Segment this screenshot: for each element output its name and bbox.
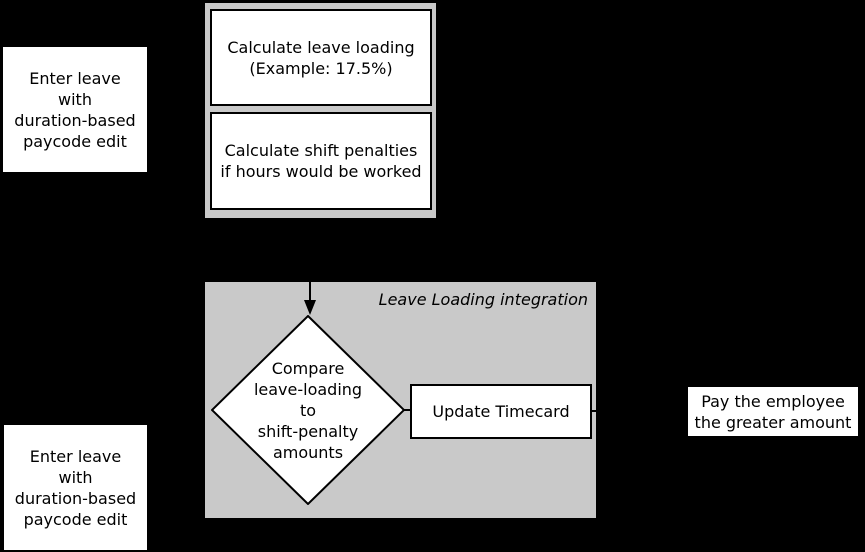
- node-calculate-shift-penalties: Calculate shift penalties if hours would…: [210, 112, 432, 210]
- node-enter-leave-bottom: Enter leave with duration-based paycode …: [2, 423, 149, 552]
- node-update-timecard: Update Timecard: [410, 384, 592, 439]
- arrow-down-icon: [304, 300, 316, 315]
- flow-line-update-to-pay: [590, 410, 596, 412]
- node-compare-decision: Compare leave-loading to shift-penalty a…: [253, 358, 363, 462]
- decision-diamond-shape: [211, 315, 405, 505]
- group-calculations: Calculate leave loading (Example: 17.5%)…: [205, 3, 436, 218]
- decision-diamond-outline: [211, 315, 405, 505]
- node-pay-employee: Pay the employee the greater amount: [686, 385, 860, 438]
- flow-line-into-decision: [309, 282, 311, 302]
- group-label-leave-loading-integration: Leave Loading integration: [378, 290, 588, 309]
- node-calculate-leave-loading: Calculate leave loading (Example: 17.5%): [210, 9, 432, 106]
- node-enter-leave-top: Enter leave with duration-based paycode …: [1, 45, 149, 174]
- flow-line-decision-to-update: [403, 409, 412, 411]
- group-leave-loading-integration: Leave Loading integration Compare leave-…: [205, 282, 596, 518]
